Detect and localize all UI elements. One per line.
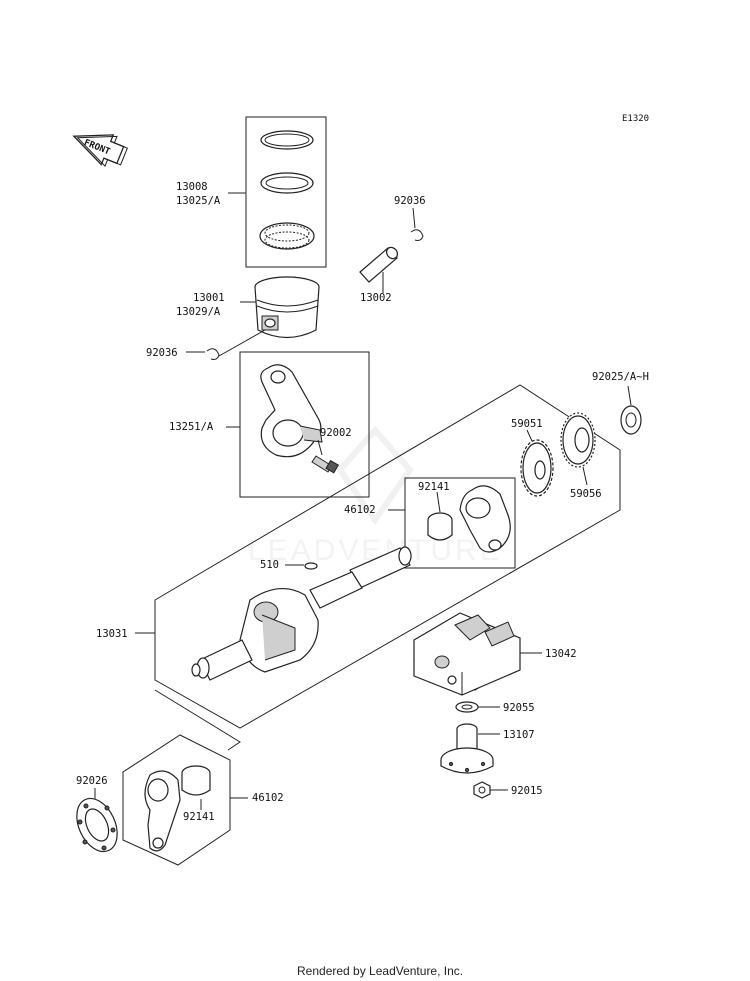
nut-icon: [473, 781, 491, 799]
callout-92015: 92015: [511, 785, 543, 797]
callout-92002: 92002: [320, 427, 352, 439]
crankshaft-assembly-frame: [154, 384, 621, 729]
watermark-logo: LEADVENTURE: [248, 425, 500, 567]
callout-13107: 13107: [503, 729, 535, 741]
washer-icon: [620, 405, 642, 435]
callout-92141-upper: 92141: [418, 481, 450, 493]
callout-13008: 13008: [176, 181, 208, 193]
callout-59056: 59056: [570, 488, 602, 500]
callout-92036-top: 92036: [394, 195, 426, 207]
piston-pin-icon: [359, 246, 399, 283]
diagram-code: E1320: [622, 114, 649, 124]
front-arrow-icon: FRONT: [72, 134, 128, 167]
callout-46102-upper: 46102: [344, 504, 376, 516]
footer-credit: Rendered by LeadVenture, Inc.: [297, 964, 463, 978]
callout-92026: 92026: [76, 775, 108, 787]
callout-13251a: 13251/A: [169, 421, 214, 433]
flange-shaft-icon: [440, 723, 494, 774]
piston-icon: [254, 276, 320, 339]
rod-bearing-lower-box: [122, 734, 231, 866]
callout-59051: 59051: [511, 418, 543, 430]
callout-13029a: 13029/A: [176, 306, 221, 318]
callout-92025: 92025/A~H: [592, 371, 649, 383]
crankshaft-gear-icon: [520, 439, 554, 497]
crankcase-block-icon: [413, 612, 521, 696]
crankshaft-icon: [191, 546, 412, 681]
seal-washer-icon: [455, 701, 479, 713]
callout-92141-lower: 92141: [183, 811, 215, 823]
connecting-rod-box: [239, 351, 370, 498]
woodruff-key-icon: [304, 562, 318, 570]
callout-46102-lower: 46102: [252, 792, 284, 804]
callout-13002: 13002: [360, 292, 392, 304]
circlip-top-icon: [410, 229, 424, 241]
thrust-washer-icon: [76, 797, 118, 853]
callout-92036-left: 92036: [146, 347, 178, 359]
callout-13001: 13001: [193, 292, 225, 304]
callout-13031: 13031: [96, 628, 128, 640]
timing-gear-icon: [560, 412, 596, 468]
callout-510: 510: [260, 559, 279, 571]
circlip-left-icon: [206, 348, 220, 360]
callout-13042: 13042: [545, 648, 577, 660]
callout-13025a: 13025/A: [176, 195, 221, 207]
callout-92055: 92055: [503, 702, 535, 714]
piston-rings-group: [245, 116, 327, 268]
rod-bearing-upper-box: [404, 477, 516, 569]
